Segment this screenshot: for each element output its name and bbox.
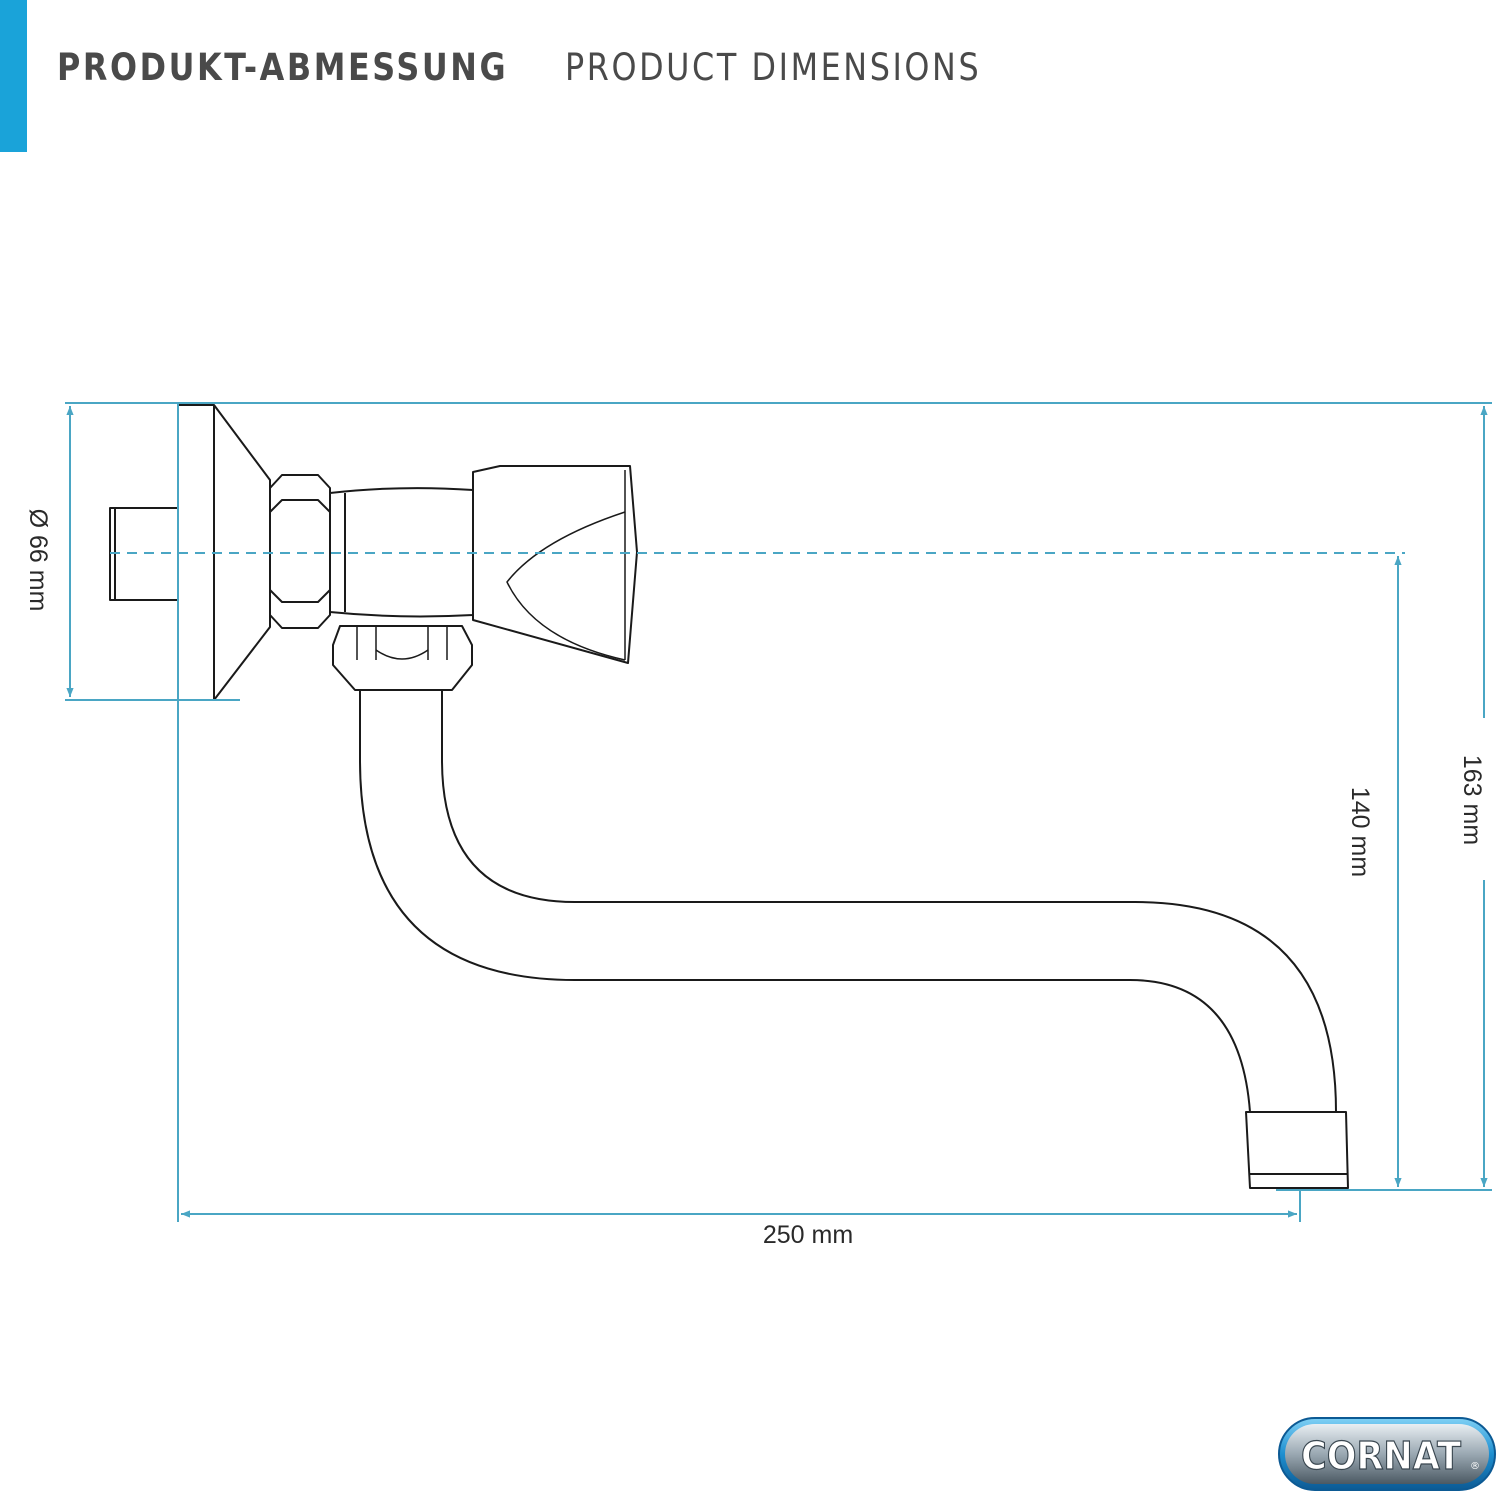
aerator <box>1245 1111 1349 1189</box>
page-title-en: PRODUCT DIMENSIONS <box>565 46 982 89</box>
wall-flange <box>177 404 271 701</box>
total-height-label: 163 mm <box>1458 755 1486 845</box>
total-length-label: 250 mm <box>763 1221 853 1249</box>
brand-name: CORNAT <box>1301 1434 1461 1478</box>
hex-nut <box>269 474 331 629</box>
flange-diameter-label: Ø 66 mm <box>24 509 52 612</box>
accent-bar <box>0 0 27 152</box>
spout-tube <box>359 689 1337 1113</box>
brand-registered: ® <box>1470 1461 1480 1472</box>
page-title-de: PRODUKT-ABMESSUNG <box>57 46 509 89</box>
outlet-nut <box>332 625 473 691</box>
spout-height-label: 140 mm <box>1346 787 1374 877</box>
cornat-logo: CORNAT ® <box>1278 1417 1496 1491</box>
handle-groove <box>506 511 626 661</box>
dimension-lines <box>65 402 1492 1222</box>
faucet-drawing <box>109 404 1349 1189</box>
